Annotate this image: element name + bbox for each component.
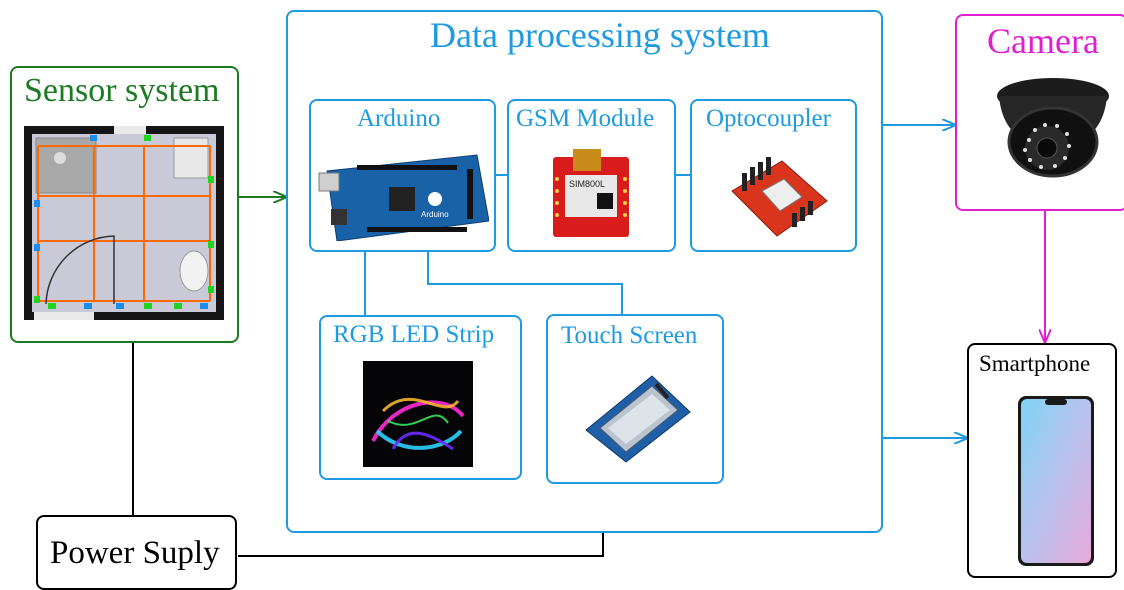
gsm-module-label: GSM Module (516, 105, 655, 132)
link-arduino-touch (427, 252, 623, 314)
optocoupler-label: Optocoupler (706, 105, 831, 132)
optocoupler-box: Optocoupler (690, 99, 857, 252)
smartphone-image (1018, 396, 1094, 566)
arduino-board-image: Arduino (318, 154, 489, 241)
smartphone-title: Smartphone (979, 351, 1091, 376)
touch-screen-box: Touch Screen (546, 314, 724, 484)
smartphone-box: Smartphone (967, 343, 1117, 578)
data-processing-system-box: Data processing system (286, 10, 883, 533)
rgb-led-strip-box: RGB LED Strip (319, 315, 522, 480)
gsm-module-image: SIM800L (553, 149, 629, 237)
camera-title: Camera (987, 21, 1099, 61)
sensor-system-title: Sensor system (24, 72, 220, 109)
camera-image (997, 78, 1109, 178)
arduino-label: Arduino (357, 105, 441, 132)
camera-box: Camera (955, 14, 1124, 211)
sensor-system-box: Sensor system (10, 66, 239, 343)
rgb-led-strip-label: RGB LED Strip (333, 321, 495, 348)
touch-screen-image (585, 375, 691, 463)
touch-screen-label: Touch Screen (561, 322, 698, 349)
power-supply-box: Power Suply (36, 515, 237, 590)
optocoupler-image (731, 157, 828, 237)
data-processing-title: Data processing system (430, 15, 770, 55)
power-supply-title: Power Suply (50, 535, 220, 571)
rgb-led-strip-image (363, 361, 473, 467)
arduino-logo-text: Arduino (421, 210, 449, 219)
room-floorplan-image (24, 126, 224, 320)
gsm-chip-text: SIM800L (569, 179, 605, 189)
gsm-module-box: GSM Module SIM800L (507, 99, 676, 252)
power-line-processing (238, 532, 604, 557)
arduino-box: Arduino Arduino (309, 99, 496, 252)
